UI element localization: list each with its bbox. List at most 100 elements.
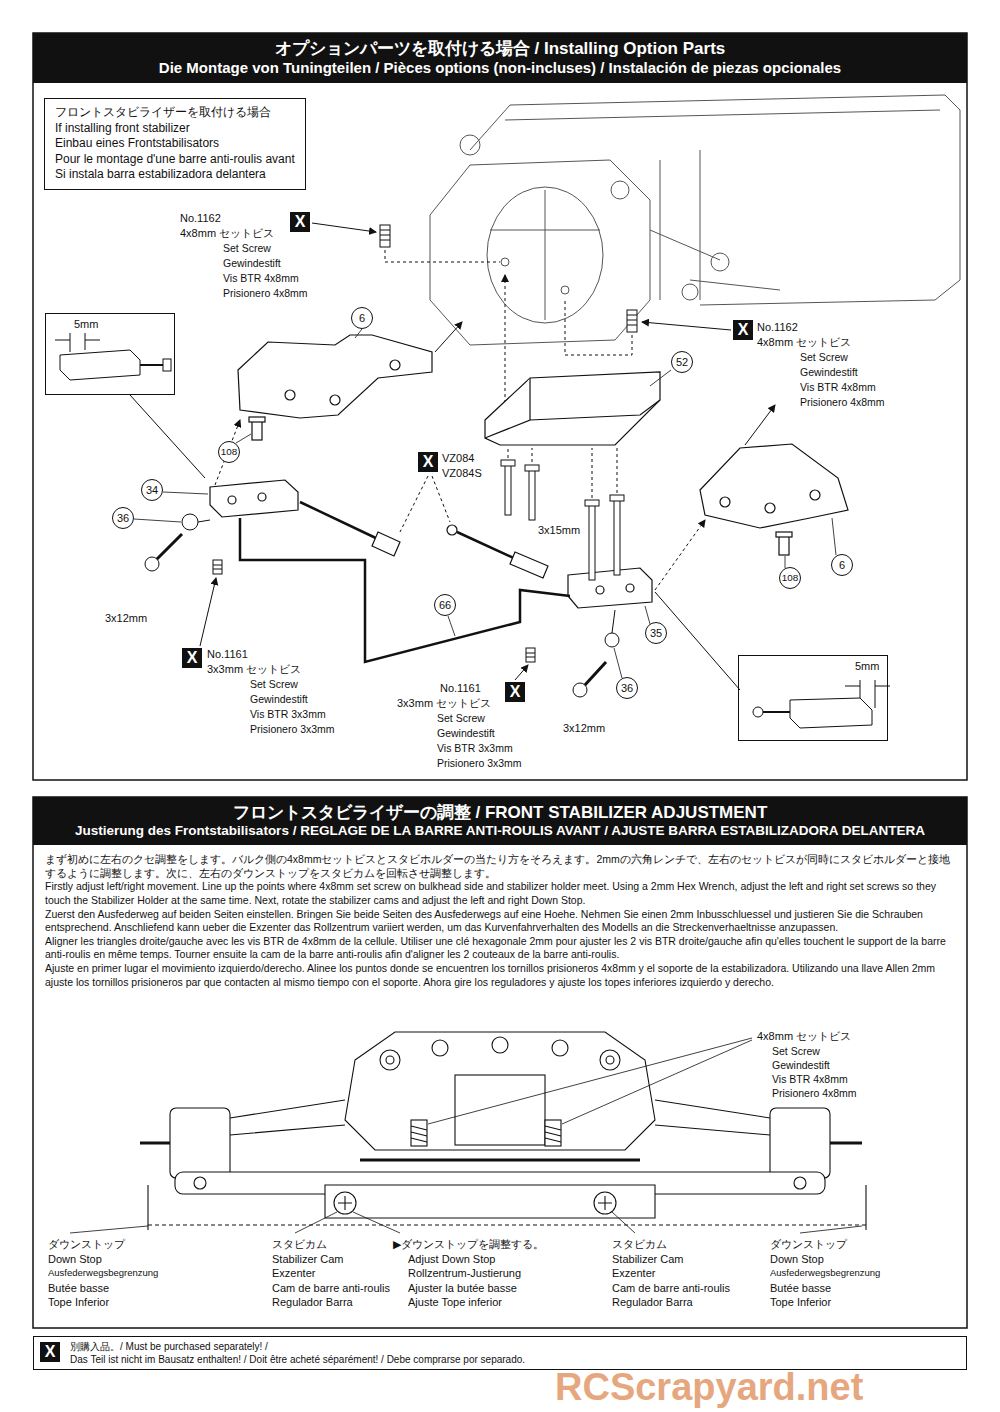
inset-details-part (753, 707, 763, 717)
front-view-drawing-part (770, 1108, 830, 1178)
detail-inset-text: 5mm (855, 660, 879, 672)
part-label: VZ084S (442, 467, 482, 480)
adjustment-label: Rollzentrum-Justierung (408, 1267, 521, 1280)
suspension-arms-part (249, 417, 265, 422)
watermark: RCScrapyard.net (555, 1368, 863, 1406)
adjustment-label: Ausfederwegsbegrenzung (48, 1267, 158, 1278)
inset-details-part (60, 350, 140, 380)
chassis-drawing-part (611, 181, 629, 199)
chassis-drawing-part (711, 253, 729, 271)
note-box-text: Si instala barra estabilizadora delanter… (55, 167, 295, 183)
adjustment-label: Ajuste Tope inferior (408, 1296, 502, 1309)
part-label: 3x3mm セットビス (397, 697, 491, 710)
callout-number: 108 (218, 441, 240, 463)
adjustment-label: Down Stop (48, 1253, 102, 1266)
assembly-arrows-part (432, 476, 450, 522)
front-view-leaders-part (612, 1212, 635, 1233)
instruction-text-block: まず初めに左右のクセ調整をします。バルク側の4x8mmセットビスとスタビホルダー… (45, 853, 957, 989)
purchase-separately-mark-text: X (187, 650, 198, 666)
adjustment-label: ▶ダウンストップを調整する。 (393, 1238, 544, 1251)
purchase-separately-mark-text: X (295, 214, 306, 230)
purchase-separately-mark-text: X (510, 684, 521, 700)
adjustment-label: Down Stop (770, 1253, 824, 1266)
front-view-drawing-part (380, 1050, 400, 1070)
section-header: オプションパーツを取付ける場合 / Installing Option Part… (33, 33, 967, 83)
front-view-drawing-part (360, 1159, 640, 1162)
assembly-arrows-part (505, 275, 506, 415)
part-label: Vis BTR 4x8mm (772, 1073, 848, 1086)
callout-number: 36 (112, 507, 134, 529)
callout-number-text: 52 (676, 357, 688, 368)
part-label: Set Screw (223, 242, 271, 255)
stabilizer-wire (240, 518, 570, 662)
screws-part (182, 514, 198, 530)
leader-lines-part (134, 519, 181, 522)
screws-part (573, 683, 587, 697)
part-label: Prisionero 4x8mm (772, 1087, 857, 1100)
chassis-drawing-part (430, 160, 650, 345)
chassis-drawing (430, 95, 960, 345)
stabilizer-holders-part (210, 480, 298, 517)
instruction-paragraph: まず初めに左右のクセ調整をします。バルク側の4x8mmセットビスとスタビホルダー… (45, 853, 957, 880)
panel-frame (33, 33, 967, 1328)
callout-number-text: 108 (782, 573, 798, 583)
front-view-drawing (140, 1032, 866, 1230)
section-header-text: オプションパーツを取付ける場合 / Installing Option Part… (275, 38, 726, 59)
front-view-drawing-part (411, 1120, 427, 1146)
section-header-text: Justierung des Frontstabilisators / REGL… (75, 823, 925, 840)
assembly-arrows-part (385, 250, 500, 262)
screws-part (585, 500, 599, 506)
set-screws-part (380, 225, 390, 247)
front-view-leaders-part (295, 1212, 337, 1233)
assembly-arrows-part (642, 322, 731, 330)
part-label: Gewindestift (772, 1059, 830, 1072)
front-view-drawing-part (194, 1177, 206, 1189)
screws-part (529, 470, 535, 520)
inset-details-part (763, 711, 790, 713)
leader-lines-part (448, 616, 455, 636)
turnbuckle-part (510, 552, 548, 578)
front-view-drawing-part (411, 1126, 427, 1142)
callout-number: 6 (351, 307, 373, 329)
adjustment-label: Cam de barre anti-roulis (272, 1282, 390, 1295)
stabilizer-holders-part (258, 493, 266, 501)
purchase-separately-mark-text: X (423, 454, 434, 470)
set-screws-part (627, 310, 637, 332)
instruction-paragraph: Aligner les triangles droite/gauche avec… (45, 935, 957, 962)
adjustment-label: Adjust Down Stop (408, 1253, 495, 1266)
suspension-arms (238, 335, 848, 555)
suspension-arms-part (238, 335, 432, 418)
assembly-arrows-part (215, 420, 240, 485)
assembly-arrows-part (515, 665, 528, 680)
screws-part (501, 460, 515, 466)
front-view-drawing-part (794, 1177, 806, 1189)
instruction-paragraph: Zuerst den Ausfederweg auf beiden Seiten… (45, 908, 957, 935)
front-view-leaders-part (800, 1226, 862, 1233)
assembly-arrows-part (200, 578, 216, 646)
suspension-arms-part (776, 532, 792, 537)
detail-inset: 5mm (738, 655, 888, 741)
front-view-leaders-part (353, 1212, 400, 1233)
assembly-arrows-part (508, 448, 617, 498)
stabilizer-holders-part (228, 496, 236, 504)
screws-part (584, 662, 606, 686)
suspension-arms-part (810, 490, 820, 500)
part-label: Set Screw (437, 712, 485, 725)
leader-lines-part (236, 434, 251, 443)
part-label: Set Screw (800, 351, 848, 364)
front-view-drawing-part (325, 1185, 655, 1218)
purchase-separately-mark: X (290, 212, 310, 232)
front-view-leaders-part (428, 1038, 752, 1124)
turnbuckle-part (300, 502, 380, 540)
suspension-arms-part (700, 444, 848, 528)
part-label: Gewindestift (800, 366, 858, 379)
leader-lines-part (645, 606, 650, 624)
section-header-text: フロントスタビライザーの調整 / FRONT STABILIZER ADJUST… (233, 802, 768, 823)
stabilizer-wire-part (240, 518, 570, 662)
inset-details-part (163, 359, 171, 371)
adjustment-label: Ajuster la butée basse (408, 1282, 517, 1295)
part-label: Prisionero 3x3mm (250, 723, 335, 736)
part-label: 3x3mm セットビス (207, 663, 301, 676)
callout-number: 35 (645, 622, 667, 644)
